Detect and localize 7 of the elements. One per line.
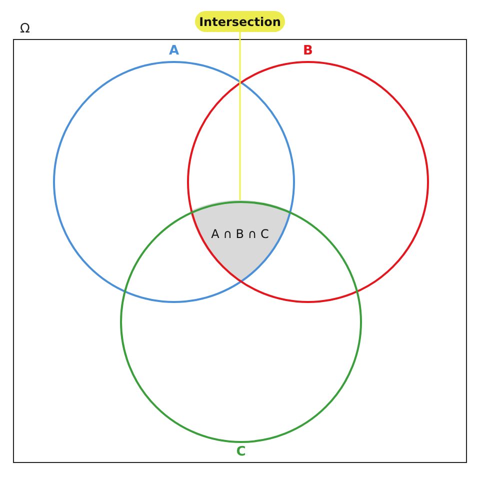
universe-label: Ω — [20, 22, 30, 36]
region-label: A ∩ B ∩ C — [211, 227, 269, 241]
leader-line — [239, 32, 241, 200]
set-label: C — [236, 444, 246, 460]
set-label: B — [303, 44, 313, 58]
set-label: A — [168, 44, 180, 58]
callout-pill: Intersection — [195, 11, 285, 32]
